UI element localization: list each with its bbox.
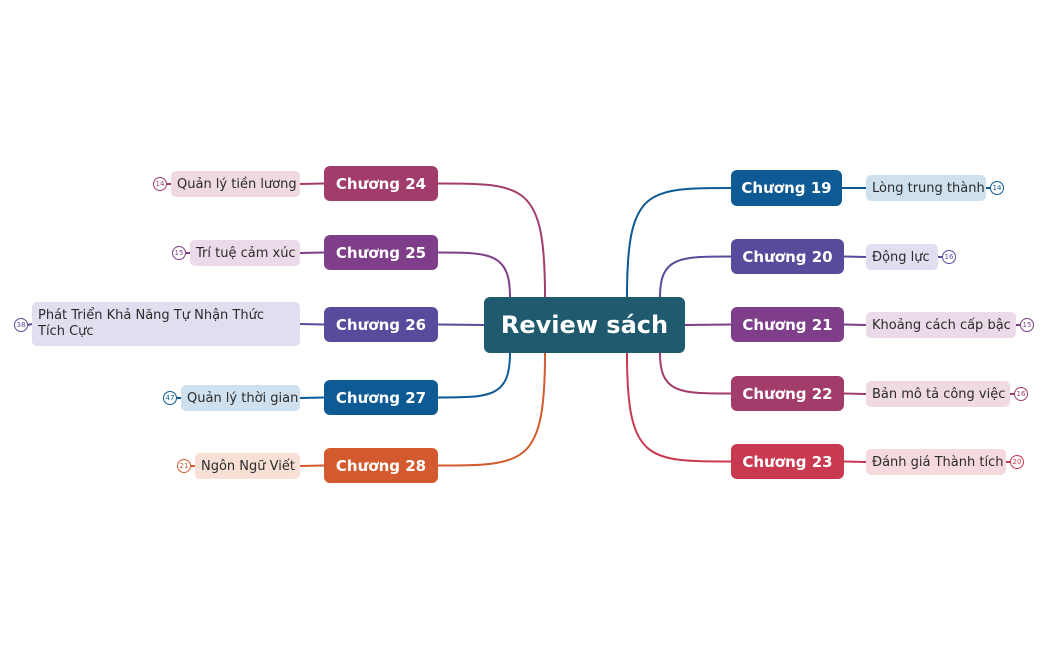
chapter-28-node[interactable]: Chương 28	[324, 448, 438, 483]
topic-label: Phát Triển Khả Năng Tự Nhận Thức Tích Cự…	[38, 308, 264, 339]
count-badge: 14	[153, 177, 167, 191]
topic-label: Quản lý thời gian	[187, 390, 299, 406]
chapter-label: Chương 28	[335, 456, 427, 475]
chapter-label: Chương 19	[741, 179, 832, 197]
count-badge: 16	[1014, 387, 1028, 401]
topic-motivation[interactable]: Động lực	[866, 244, 938, 270]
chapter-label: Chương 24	[335, 174, 427, 193]
topic-time-management[interactable]: Quản lý thời gian	[181, 385, 300, 411]
topic-label: Trí tuệ cảm xúc	[196, 245, 296, 261]
chapter-26-node[interactable]: Chương 26	[324, 307, 438, 342]
chapter-label: Chương 27	[335, 388, 427, 407]
topic-power-distance[interactable]: Khoảng cách cấp bậc	[866, 312, 1016, 338]
topic-written-language[interactable]: Ngôn Ngữ Viết	[195, 453, 300, 479]
topic-salary-management[interactable]: Quản lý tiền lương	[171, 171, 300, 197]
count-badge: 20	[1010, 455, 1024, 469]
connector-line	[299, 182, 325, 185]
topic-performance-review[interactable]: Đánh giá Thành tích	[866, 449, 1006, 475]
chapter-23-node[interactable]: Chương 23	[731, 444, 844, 479]
connector-line	[437, 352, 546, 467]
chapter-20-node[interactable]: Chương 20	[731, 239, 844, 274]
connector-line	[659, 255, 732, 298]
count-badge: 21	[177, 459, 191, 473]
chapter-21-node[interactable]: Chương 21	[731, 307, 844, 342]
count-badge: 16	[942, 250, 956, 264]
connector-line	[684, 323, 732, 326]
connector-line	[843, 323, 867, 326]
connector-line	[437, 182, 546, 298]
connector-line	[299, 323, 325, 326]
connector-line	[299, 464, 325, 467]
connector-line	[437, 251, 511, 298]
topic-self-awareness[interactable]: Phát Triển Khả Năng Tự Nhận Thức Tích Cự…	[32, 302, 300, 346]
topic-label: Ngôn Ngữ Viết	[201, 458, 295, 474]
connector-line	[27, 323, 33, 326]
connector-line	[437, 323, 485, 326]
chapter-label: Chương 22	[742, 384, 833, 403]
connector-line	[843, 392, 867, 395]
chapter-label: Chương 26	[335, 315, 427, 334]
count-badge: 38	[14, 318, 28, 332]
central-topic-label: Review sách	[500, 311, 669, 339]
chapter-label: Chương 20	[742, 247, 833, 266]
chapter-label: Chương 21	[742, 315, 833, 334]
topic-label: Lòng trung thành	[872, 180, 985, 196]
connector-line	[437, 352, 511, 399]
chapter-24-node[interactable]: Chương 24	[324, 166, 438, 201]
chapter-22-node[interactable]: Chương 22	[731, 376, 844, 411]
topic-loyalty[interactable]: Lòng trung thành	[866, 175, 986, 201]
connector-line	[299, 251, 325, 254]
topic-label: Đánh giá Thành tích	[872, 454, 1004, 470]
connector-line	[659, 352, 732, 395]
topic-job-description[interactable]: Bản mô tả công việc	[866, 381, 1010, 407]
connector-line	[843, 255, 867, 258]
chapter-25-node[interactable]: Chương 25	[324, 235, 438, 270]
count-badge: 14	[990, 181, 1004, 195]
connector-line	[626, 352, 732, 463]
count-badge: 15	[172, 246, 186, 260]
topic-emotional-intelligence[interactable]: Trí tuệ cảm xúc	[190, 240, 300, 266]
chapter-label: Chương 25	[335, 243, 427, 262]
topic-label: Khoảng cách cấp bậc	[872, 317, 1011, 333]
topic-label: Bản mô tả công việc	[872, 386, 1006, 402]
topic-label: Động lực	[872, 249, 930, 265]
connector-line	[843, 460, 867, 463]
count-badge: 47	[163, 391, 177, 405]
central-topic[interactable]: Review sách	[484, 297, 685, 353]
count-badge: 15	[1020, 318, 1034, 332]
connector-line	[299, 396, 325, 399]
chapter-label: Chương 23	[742, 452, 833, 471]
chapter-19-node[interactable]: Chương 19	[731, 170, 842, 206]
topic-label: Quản lý tiền lương	[177, 176, 297, 192]
connector-line	[626, 187, 732, 298]
chapter-27-node[interactable]: Chương 27	[324, 380, 438, 415]
